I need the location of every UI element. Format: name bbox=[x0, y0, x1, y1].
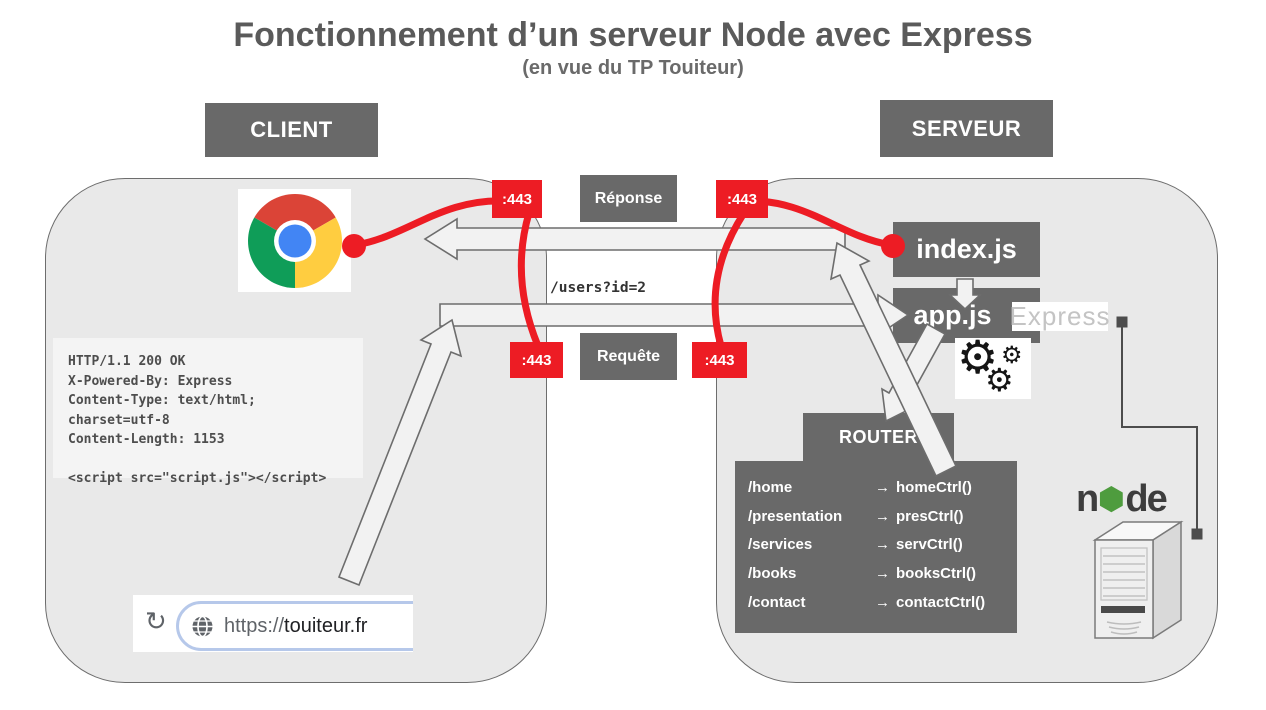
route-path: /contact bbox=[748, 594, 806, 612]
port-badge-server-top: :443 bbox=[716, 180, 768, 218]
server-header: SERVEUR bbox=[880, 100, 1053, 157]
middleware-gears-box: ⚙ ⚙ ⚙ bbox=[955, 334, 1031, 399]
client-header: CLIENT bbox=[205, 103, 378, 157]
route-path: /presentation bbox=[748, 507, 843, 525]
url-input[interactable]: https://touiteur.fr bbox=[176, 601, 413, 651]
port-badge-client-top: :443 bbox=[492, 180, 542, 218]
server-tower-icon bbox=[1092, 520, 1184, 640]
route-controller: homeCtrl() bbox=[896, 478, 972, 496]
gear-icon: ⚙ bbox=[985, 362, 1014, 398]
route-controller: presCtrl() bbox=[896, 507, 964, 525]
route-arrow-glyph: → bbox=[875, 507, 890, 525]
node-logo-text: n bbox=[1076, 478, 1099, 520]
chrome-logo-icon bbox=[247, 193, 342, 288]
route-row: /home → homeCtrl() bbox=[735, 473, 1017, 502]
router-table: /home → homeCtrl() /presentation → presC… bbox=[735, 461, 1017, 633]
request-path-label: /users?id=2 bbox=[550, 280, 647, 296]
port-badge-server-bottom: :443 bbox=[692, 342, 747, 378]
page-subtitle: (en vue du TP Touiteur) bbox=[522, 57, 744, 79]
http-response-box: HTTP/1.1 200 OK X-Powered-By: Express Co… bbox=[53, 338, 363, 486]
request-label: Requête bbox=[580, 333, 677, 380]
browser-url-bar: ↻ https://touiteur.fr bbox=[133, 595, 413, 652]
route-row: /services → servCtrl() bbox=[735, 531, 1017, 560]
url-text: https://touiteur.fr bbox=[224, 615, 367, 638]
gear-icon: ⚙ bbox=[1001, 342, 1023, 369]
route-path: /home bbox=[748, 478, 793, 496]
index-js-box: index.js bbox=[893, 222, 1040, 277]
route-arrow-glyph: → bbox=[875, 478, 890, 496]
route-controller: servCtrl() bbox=[896, 536, 963, 554]
express-logo: Express bbox=[1009, 301, 1111, 331]
route-controller: contactCtrl() bbox=[896, 594, 986, 612]
globe-icon bbox=[192, 615, 213, 637]
http-response-text: HTTP/1.1 200 OK X-Powered-By: Express Co… bbox=[68, 354, 327, 486]
refresh-icon[interactable]: ↻ bbox=[145, 606, 167, 636]
node-hexagon-icon: ⬢ bbox=[1098, 483, 1125, 516]
router-tab: ROUTER bbox=[803, 413, 954, 462]
port-badge-client-bottom: :443 bbox=[510, 342, 563, 378]
route-row: /books → booksCtrl() bbox=[735, 559, 1017, 588]
response-label: Réponse bbox=[580, 175, 677, 222]
route-row: /presentation → presCtrl() bbox=[735, 502, 1017, 531]
route-controller: booksCtrl() bbox=[896, 565, 976, 583]
route-arrow-glyph: → bbox=[875, 536, 890, 554]
route-row: /contact → contactCtrl() bbox=[735, 588, 1017, 617]
page-title: Fonctionnement d’un serveur Node avec Ex… bbox=[233, 16, 1033, 54]
url-protocol: https:// bbox=[224, 614, 285, 637]
route-arrow-glyph: → bbox=[875, 594, 890, 612]
url-domain: touiteur.fr bbox=[284, 614, 368, 637]
chrome-browser-icon bbox=[238, 189, 351, 292]
route-path: /books bbox=[748, 565, 797, 583]
gear-icon: ⚙ bbox=[957, 331, 999, 383]
route-path: /services bbox=[748, 536, 813, 554]
route-arrow-glyph: → bbox=[875, 565, 890, 583]
